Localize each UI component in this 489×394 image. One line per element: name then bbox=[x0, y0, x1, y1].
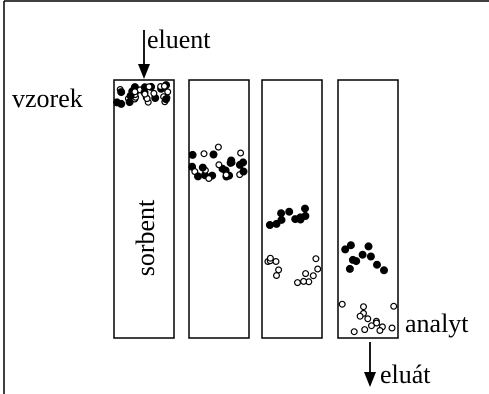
column-4 bbox=[337, 79, 399, 339]
analyte-label: analyt bbox=[405, 309, 469, 338]
filled-particle bbox=[198, 163, 207, 172]
column-3 bbox=[261, 79, 323, 339]
open-particle bbox=[160, 82, 168, 90]
open-particle bbox=[275, 266, 283, 274]
open-particle bbox=[145, 83, 153, 91]
open-particle bbox=[131, 88, 139, 96]
sample-label: vzorek bbox=[12, 84, 83, 113]
filled-particle bbox=[366, 252, 375, 261]
filled-particle bbox=[364, 242, 373, 251]
filled-particle bbox=[125, 98, 134, 107]
column-2 bbox=[188, 79, 250, 339]
open-particle bbox=[360, 303, 368, 311]
open-band bbox=[264, 254, 322, 287]
column-1 bbox=[113, 79, 175, 339]
filled-particle bbox=[117, 88, 126, 97]
filled-particle bbox=[301, 204, 310, 213]
open-particle bbox=[272, 258, 280, 266]
open-particle bbox=[205, 175, 213, 183]
filled-particle bbox=[239, 167, 248, 176]
filled-band bbox=[341, 241, 389, 275]
open-particle bbox=[338, 300, 346, 308]
filled-particle bbox=[352, 257, 361, 266]
open-particle bbox=[237, 149, 245, 157]
analyte-band bbox=[338, 300, 398, 336]
eluent-arrow bbox=[138, 30, 150, 79]
open-particle bbox=[222, 171, 230, 179]
filled-particle bbox=[227, 156, 236, 165]
filled-particle bbox=[188, 150, 197, 159]
filled-band bbox=[265, 204, 310, 230]
eluent-label: eluent bbox=[147, 25, 211, 54]
filled-particle bbox=[239, 158, 248, 167]
open-particle bbox=[302, 270, 310, 278]
filled-particle bbox=[373, 260, 382, 269]
filled-particle bbox=[380, 266, 389, 275]
sample-band bbox=[112, 81, 172, 108]
open-particle bbox=[376, 327, 384, 335]
filled-particle bbox=[209, 150, 218, 159]
filled-particle bbox=[272, 219, 281, 228]
open-particle bbox=[141, 90, 149, 98]
filled-particle bbox=[277, 209, 286, 218]
open-particle bbox=[164, 88, 172, 96]
open-particle bbox=[266, 254, 274, 262]
open-particle bbox=[356, 312, 364, 320]
filled-particle bbox=[296, 213, 305, 222]
filled-particle bbox=[117, 99, 126, 108]
open-particle bbox=[309, 272, 317, 280]
open-particle bbox=[214, 143, 222, 151]
filled-particle bbox=[162, 95, 171, 104]
eluate-arrow bbox=[364, 342, 376, 387]
open-particle bbox=[314, 265, 322, 273]
filled-particle bbox=[265, 221, 274, 230]
open-particle bbox=[364, 315, 372, 323]
filled-particle bbox=[345, 264, 354, 273]
open-particle bbox=[200, 150, 208, 158]
open-particle bbox=[273, 272, 281, 280]
open-particle bbox=[390, 302, 398, 310]
open-particle bbox=[150, 89, 158, 97]
open-particle bbox=[300, 277, 308, 285]
open-particle bbox=[361, 326, 369, 334]
open-particle bbox=[215, 161, 223, 169]
open-particle bbox=[373, 319, 381, 327]
sorbent-label: sorbent bbox=[131, 199, 160, 276]
filled-particle bbox=[358, 250, 367, 259]
filled-particle bbox=[346, 241, 355, 250]
filled-particle bbox=[341, 245, 350, 254]
open-particle bbox=[312, 255, 320, 263]
filled-particle bbox=[194, 172, 203, 181]
open-particle bbox=[388, 324, 396, 332]
mixed-band bbox=[188, 143, 248, 183]
filled-particle bbox=[285, 207, 294, 216]
eluate-label: eluát bbox=[380, 360, 431, 389]
open-particle bbox=[350, 328, 358, 336]
open-particle bbox=[294, 279, 302, 287]
